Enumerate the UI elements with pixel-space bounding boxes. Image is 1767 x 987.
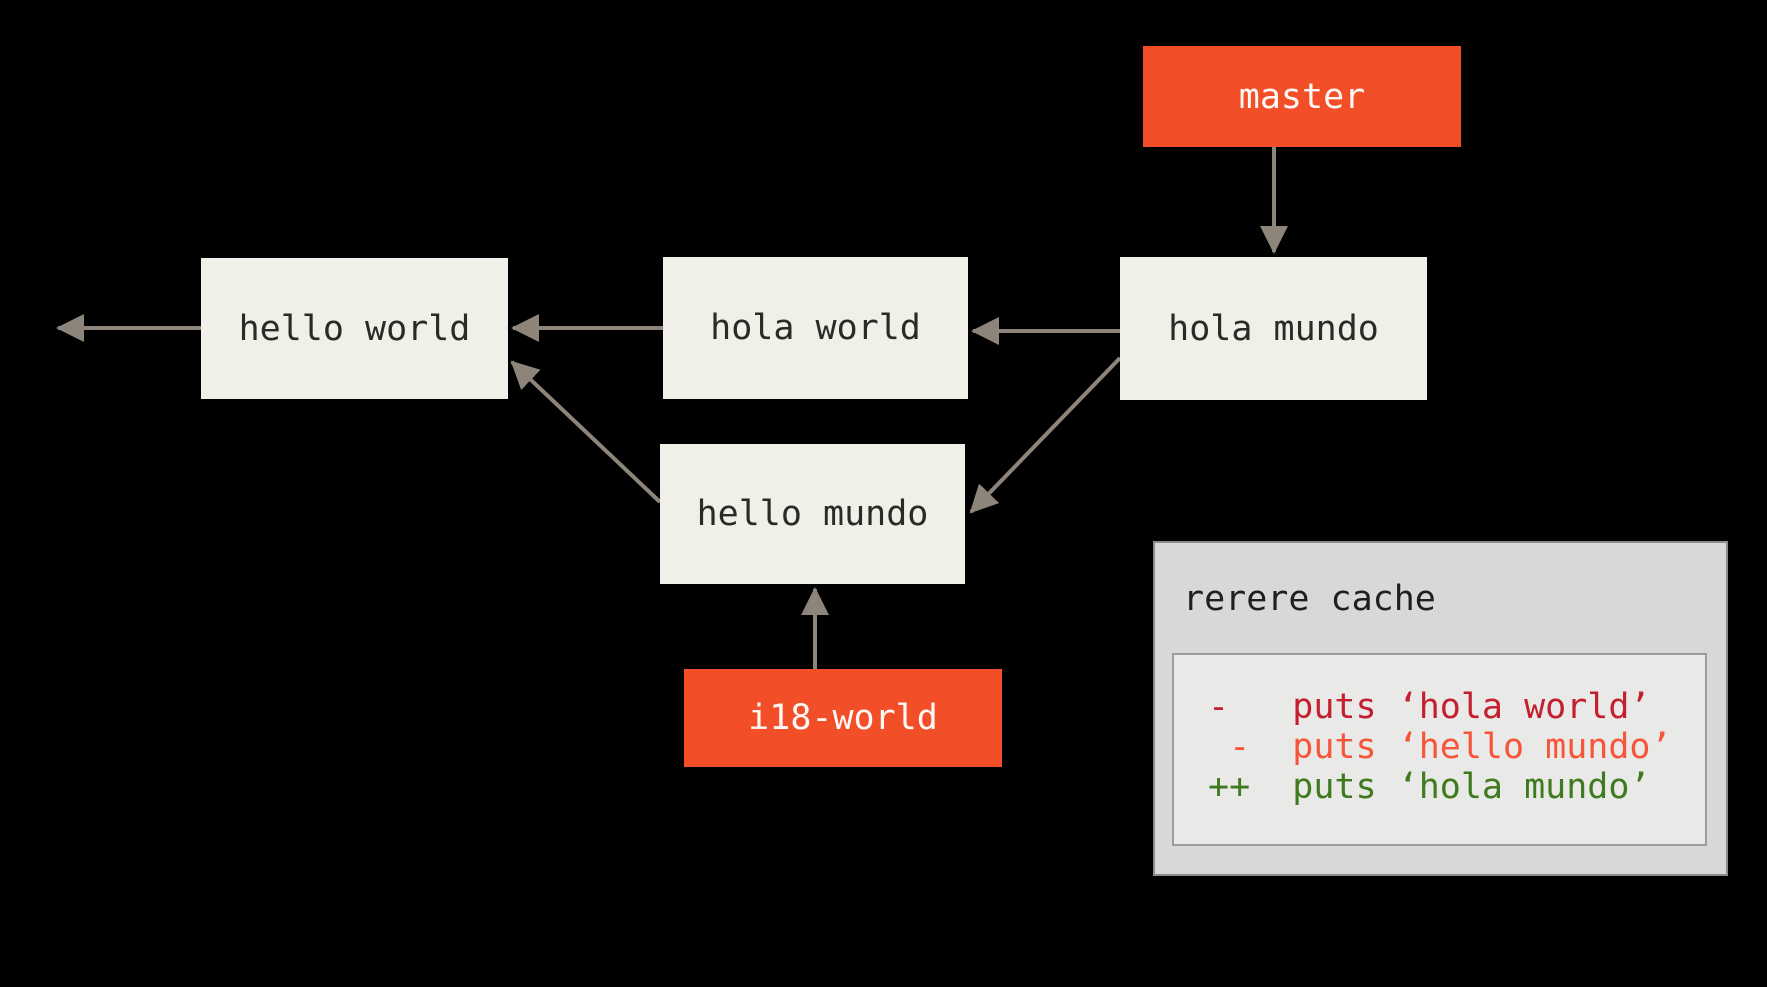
commit-message: hola mundo	[1168, 308, 1379, 349]
commit-message: hello world	[238, 308, 471, 349]
branch-label-i18-world-text: i18-world	[748, 698, 938, 738]
commit-node-hola-world: hola world	[663, 257, 968, 399]
edge-hello-mundo-to-hello-world-icon	[510, 360, 662, 504]
branch-label-master: master	[1143, 46, 1461, 147]
diff-line-removed-ours: - puts ‘hola world’	[1208, 687, 1651, 727]
commit-node-hello-world: hello world	[201, 258, 508, 399]
rerere-cache-title: rerere cache	[1183, 579, 1436, 619]
rerere-diff-box: - puts ‘hola world’ - puts ‘hello mundo’…	[1172, 653, 1707, 846]
edge-hola-mundo-to-hello-mundo-icon	[969, 356, 1122, 514]
rerere-cache-panel: rerere cache - puts ‘hola world’ - puts …	[1153, 541, 1728, 876]
branch-label-i18-world: i18-world	[684, 669, 1002, 767]
branch-label-master-text: master	[1238, 76, 1366, 117]
commit-node-hello-mundo: hello mundo	[660, 444, 965, 584]
commit-message: hola world	[710, 308, 921, 348]
diff-line-added-resolution: ++ puts ‘hola mundo’	[1208, 767, 1651, 807]
commit-node-hola-mundo: hola mundo	[1120, 257, 1427, 400]
commit-message: hello mundo	[696, 494, 929, 534]
diff-line-removed-theirs: - puts ‘hello mundo’	[1208, 727, 1672, 767]
